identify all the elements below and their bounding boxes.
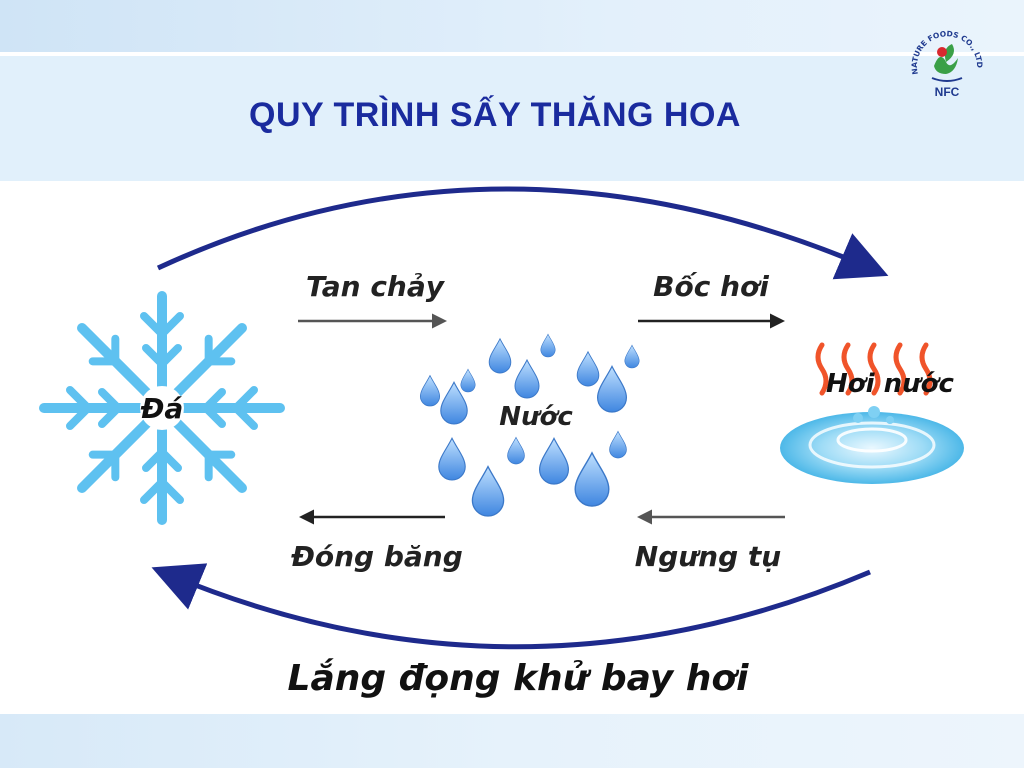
label-ice: Đá: [140, 392, 184, 425]
page-title: QUY TRÌNH SẤY THĂNG HOA: [249, 96, 741, 134]
leaf-icon: [934, 56, 958, 74]
label-evaporation: Bốc hơi: [653, 270, 769, 303]
label-deposition: Lắng đọng khử bay hơi: [288, 658, 750, 699]
sublimation-arrow: [156, 186, 889, 280]
label-vapor: Hơi nước: [826, 369, 954, 399]
label-condensation: Ngưng tụ: [635, 540, 782, 573]
bottom-band: [0, 714, 1024, 768]
nfc-logo: NATURE FOODS CO., LTD NFC: [910, 29, 984, 99]
label-freezing: Đóng băng: [290, 540, 463, 573]
sprout-icon: [944, 44, 954, 62]
deposition-arrow: [151, 563, 871, 650]
snowflake-icon: [39, 291, 285, 525]
water-pool-icon: [780, 406, 964, 484]
fruit-icon: [937, 47, 947, 57]
steam-icon: [815, 342, 933, 396]
top-band: [0, 0, 1024, 52]
logo-mark: NFC: [935, 85, 960, 99]
label-water: Nước: [499, 402, 573, 432]
label-melting: Tan chảy: [306, 270, 446, 303]
header-band: [0, 56, 1024, 181]
